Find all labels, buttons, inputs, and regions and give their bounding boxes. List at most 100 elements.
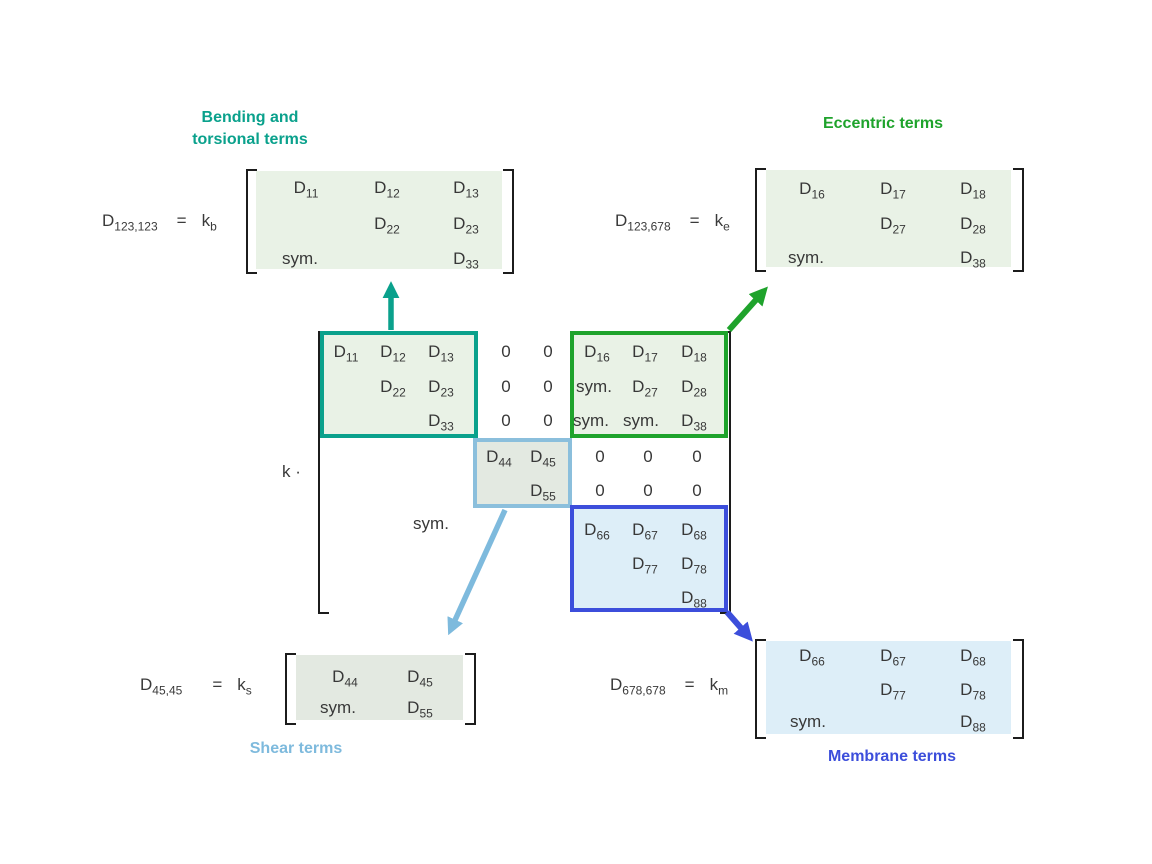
matrix-cell-sym: sym. [623, 411, 659, 430]
bending-eq-coef: kb [201, 211, 217, 234]
matrix-cell: D55 [530, 481, 556, 504]
bending-matrix-right-bracket [503, 169, 514, 274]
center-shear-block [473, 438, 572, 508]
matrix-cell: D18 [681, 342, 707, 365]
matrix-cell: D67 [880, 646, 906, 669]
center-eccentric-block [570, 331, 728, 438]
shear-eq-coef: ks [237, 675, 252, 698]
shear-eq-lhs: D45,45 [140, 675, 183, 698]
matrix-cell-zero: 0 [595, 447, 605, 466]
shear-matrix-left-bracket [285, 653, 296, 725]
matrix-cell-sym: sym. [788, 248, 824, 267]
eccentric-equation: D123,678 = ke [615, 211, 730, 234]
matrix-cell: D17 [880, 179, 906, 202]
matrix-cell: D45 [407, 667, 433, 690]
matrix-cell-zero: 0 [692, 481, 702, 500]
matrix-cell: D13 [428, 342, 454, 365]
matrix-cell: D77 [880, 680, 906, 703]
bending-eq-lhs: D123,123 [102, 211, 158, 234]
eccentric-heading: Eccentric terms [822, 115, 944, 132]
membrane-heading: Membrane terms [827, 748, 957, 765]
matrix-cell: D17 [632, 342, 658, 365]
matrix-cell: D67 [632, 520, 658, 543]
matrix-cell: D22 [380, 377, 406, 400]
matrix-cell-sym: sym. [790, 712, 826, 731]
matrix-cell: D88 [960, 712, 986, 735]
membrane-matrix-fill [766, 641, 1011, 734]
matrix-cell-zero: 0 [501, 411, 511, 430]
membrane-equation: D678,678 = km [610, 675, 729, 698]
matrix-cell: D44 [486, 447, 512, 470]
matrix-cell-sym: sym. [320, 698, 356, 717]
matrix-cell-zero: 0 [543, 342, 553, 361]
matrix-cell-zero: 0 [595, 481, 605, 500]
matrix-cell: D28 [681, 377, 707, 400]
matrix-cell: D33 [428, 411, 454, 434]
matrix-cell: D11 [333, 342, 359, 365]
shear-matrix-fill [296, 655, 463, 720]
membrane-matrix-left-bracket [755, 639, 766, 739]
matrix-cell: D16 [799, 179, 825, 202]
membrane-eq-equals: = [684, 675, 695, 694]
center-membrane-block [570, 505, 728, 612]
matrix-cell: D38 [681, 411, 707, 434]
bending-eq-equals: = [176, 211, 187, 230]
matrix-cell: D66 [799, 646, 825, 669]
membrane-matrix-right-bracket [1013, 639, 1024, 739]
matrix-cell: D78 [960, 680, 986, 703]
matrix-cell: D13 [453, 178, 479, 201]
eccentric-eq-coef: ke [714, 211, 730, 234]
matrix-cell: D88 [681, 588, 707, 611]
matrix-cell-zero: 0 [543, 377, 553, 396]
shear-matrix-right-bracket [465, 653, 476, 725]
matrix-cell: D12 [374, 178, 400, 201]
eccentric-matrix-right-bracket [1013, 168, 1024, 272]
shear-arrow [447, 508, 508, 636]
matrix-cell: D68 [681, 520, 707, 543]
shear-equation: D45,45 = ks [140, 675, 252, 698]
matrix-cell: D16 [584, 342, 610, 365]
center-matrix-sym-label: sym. [413, 514, 449, 533]
shear-heading: Shear terms [249, 740, 343, 757]
matrix-cell: D23 [428, 377, 454, 400]
eccentric-matrix-fill [766, 170, 1011, 267]
center-bending-block [320, 331, 478, 438]
bending-matrix-fill [256, 171, 502, 269]
matrix-cell: D23 [453, 214, 479, 237]
bending-heading: Bending and torsional terms [192, 109, 308, 148]
matrix-cell: D33 [453, 249, 479, 272]
matrix-cell-zero: 0 [501, 342, 511, 361]
matrix-cell: D18 [960, 179, 986, 202]
eccentric-eq-lhs: D123,678 [615, 211, 671, 234]
matrix-cell-sym: sym. [576, 377, 612, 396]
matrix-cell-sym: sym. [282, 249, 318, 268]
membrane-eq-coef: km [709, 675, 729, 698]
matrix-cell: D78 [681, 554, 707, 577]
eccentric-matrix-left-bracket [755, 168, 766, 272]
matrix-cell-zero: 0 [643, 481, 653, 500]
bending-equation: D123,123 = kb [102, 211, 217, 234]
matrix-cell-zero: 0 [501, 377, 511, 396]
matrix-cell-zero: 0 [643, 447, 653, 466]
matrix-cell: D28 [960, 214, 986, 237]
matrix-cell: D66 [584, 520, 610, 543]
matrix-cell: D45 [530, 447, 556, 470]
matrix-cell: D11 [293, 178, 319, 201]
matrix-cell-zero: 0 [692, 447, 702, 466]
matrix-cell-zero: 0 [543, 411, 553, 430]
matrix-cell: D68 [960, 646, 986, 669]
membrane-eq-lhs: D678,678 [610, 675, 666, 698]
eccentric-arrow [726, 286, 768, 333]
eccentric-eq-equals: = [689, 211, 700, 230]
matrix-cell: D44 [332, 667, 358, 690]
matrix-cell: D38 [960, 248, 986, 271]
matrix-cell: D22 [374, 214, 400, 237]
matrix-cell-sym: sym. [573, 411, 609, 430]
shear-eq-equals: = [212, 675, 223, 694]
matrix-cell: D77 [632, 554, 658, 577]
matrix-cell: D12 [380, 342, 406, 365]
center-scalar-k: k · [282, 462, 301, 481]
bending-matrix-left-bracket [246, 169, 257, 274]
matrix-cell: D55 [407, 698, 433, 721]
